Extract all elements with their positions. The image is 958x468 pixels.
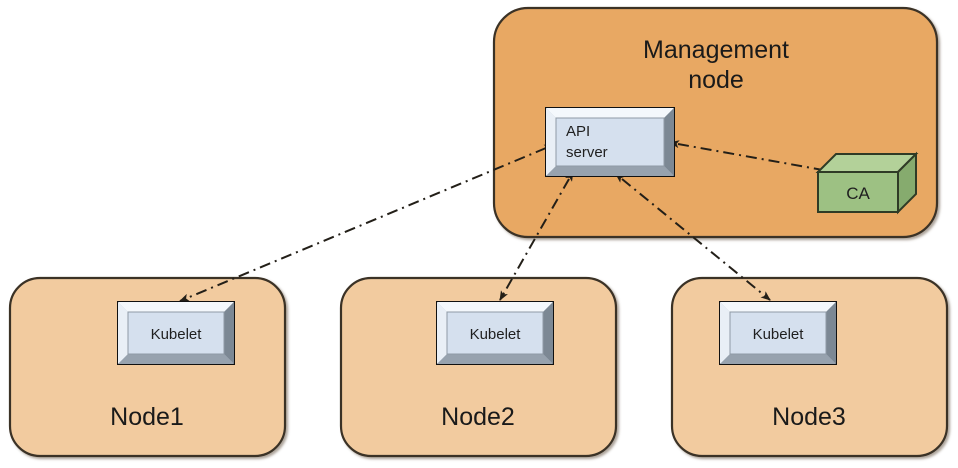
kubelet-node1-component[interactable]: Kubelet: [117, 301, 235, 365]
api-server-face: [555, 117, 665, 167]
kubelet-node3-face: [729, 311, 827, 355]
node1-label: Node1: [110, 403, 184, 431]
kubelet-node2-bevel-right: [543, 302, 553, 364]
ca-box-label: CA: [846, 184, 870, 203]
kubelet-node1-face: [127, 311, 225, 355]
connector-api-server-to-kubelet-node3[interactable]: [615, 173, 771, 301]
api-server-bevel-bottom: [546, 166, 674, 176]
management-node-label-line1: Management: [643, 36, 789, 64]
kubelet-node3-bevel-left: [720, 302, 730, 364]
ca-box[interactable]: CA: [815, 151, 919, 215]
kubelet-node1-bevel-left: [118, 302, 128, 364]
kubelet-node2-bevel-top: [437, 302, 553, 312]
kubelet-node3-label: Kubelet: [753, 326, 805, 343]
kubelet-node1-bevel-bottom: [118, 354, 234, 364]
api-server-bevel-top: [546, 108, 674, 118]
kubelet-node3-component[interactable]: Kubelet: [719, 301, 837, 365]
connector-api-server-to-kubelet-node2[interactable]: [499, 171, 574, 301]
api-server-bevel-right: [664, 108, 674, 176]
node3-label: Node3: [772, 403, 846, 431]
api-server-component[interactable]: API server: [545, 107, 675, 177]
kubelet-node3-bevel-bottom: [720, 354, 836, 364]
kubelet-node2-bevel-bottom: [437, 354, 553, 364]
api-server-label-line1: API: [566, 123, 590, 140]
connector-api-server-to-kubelet-node1[interactable]: [179, 144, 555, 302]
api-server-label-line2: server: [566, 144, 608, 161]
kubelet-node3-bevel-top: [720, 302, 836, 312]
kubelet-node2-face: [446, 311, 544, 355]
kubelet-node2-component[interactable]: Kubelet: [436, 301, 554, 365]
ca-box-front-face: [817, 171, 899, 213]
kubelet-node2-label: Kubelet: [470, 326, 522, 343]
node2-label: Node2: [441, 403, 515, 431]
kubelet-node1-bevel-right: [224, 302, 234, 364]
management-node-label-line2: node: [688, 66, 744, 94]
kubelet-node2-bevel-left: [437, 302, 447, 364]
kubelet-node3-bevel-right: [826, 302, 836, 364]
api-server-bevel-left: [546, 108, 556, 176]
kubelet-node1-bevel-top: [118, 302, 234, 312]
kubelet-node1-label: Kubelet: [151, 326, 203, 343]
